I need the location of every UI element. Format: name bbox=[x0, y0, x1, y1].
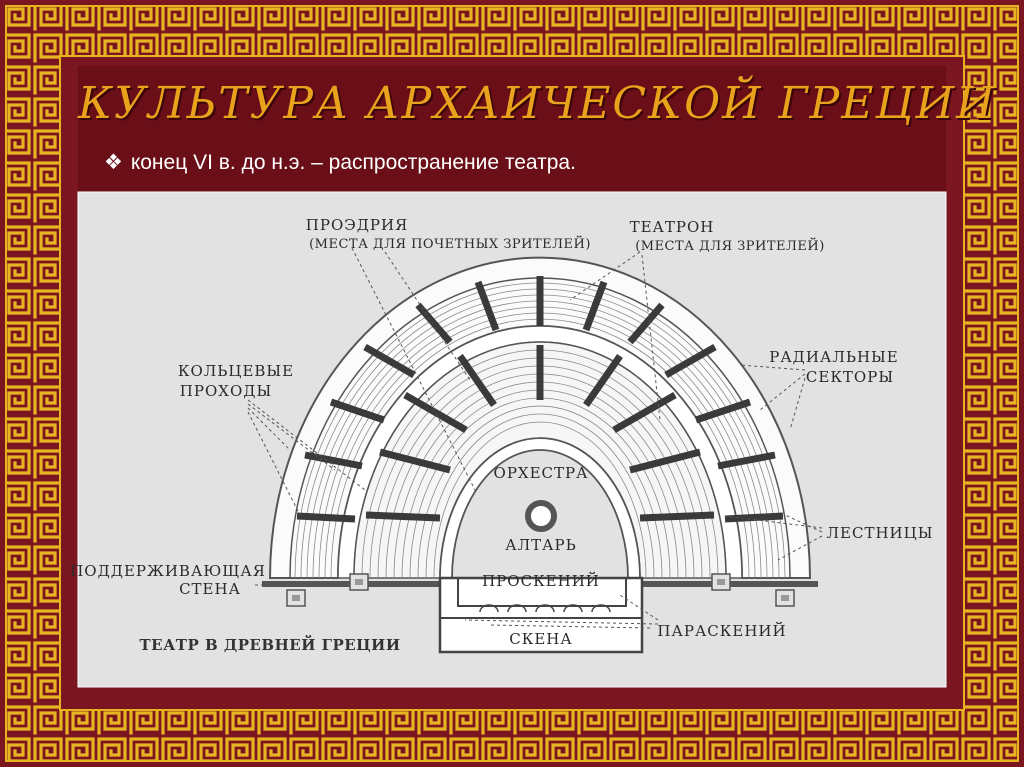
theater-diagram: ПРОЭДРИЯ (МЕСТА ДЛЯ ПОЧЕТНЫХ ЗРИТЕЛЕЙ) Т… bbox=[70, 216, 934, 654]
proedria-desc: (МЕСТА ДЛЯ ПОЧЕТНЫХ ЗРИТЕЛЕЙ) bbox=[309, 235, 591, 252]
ring-passages-label-2: ПРОХОДЫ bbox=[180, 382, 272, 400]
altar-circle bbox=[525, 500, 557, 532]
altar-label: АЛТАРЬ bbox=[505, 536, 576, 554]
radial-stairs bbox=[296, 276, 784, 523]
skene-building bbox=[438, 576, 644, 654]
radial-sectors-label-1: РАДИАЛЬНЫЕ bbox=[769, 348, 899, 366]
leader-lines bbox=[247, 247, 823, 629]
orchestra-label: ОРХЕСТРА bbox=[494, 464, 589, 482]
stairs-label: ЛЕСТНИЦЫ bbox=[827, 524, 934, 542]
proedria-label: ПРОЭДРИЯ bbox=[306, 216, 408, 234]
radial-sectors-label-2: СЕКТОРЫ bbox=[806, 368, 894, 386]
skena-label: СКЕНА bbox=[509, 630, 572, 648]
support-wall-label-2: СТЕНА bbox=[179, 580, 241, 598]
paraskenion-label: ПАРАСКЕНИЙ bbox=[657, 621, 786, 640]
ring-passages-label-1: КОЛЬЦЕВЫЕ bbox=[178, 362, 294, 380]
proskenion-label: ПРОСКЕНИЙ bbox=[482, 571, 600, 590]
title-band bbox=[78, 66, 946, 192]
support-wall-label-1: ПОДДЕРЖИВАЮЩАЯ bbox=[70, 562, 266, 580]
teatron-label: ТЕАТРОН bbox=[630, 218, 715, 236]
teatron-desc: (МЕСТА ДЛЯ ЗРИТЕЛЕЙ) bbox=[635, 237, 825, 254]
diagram-caption: ТЕАТР В ДРЕВНЕЙ ГРЕЦИИ bbox=[139, 635, 400, 654]
